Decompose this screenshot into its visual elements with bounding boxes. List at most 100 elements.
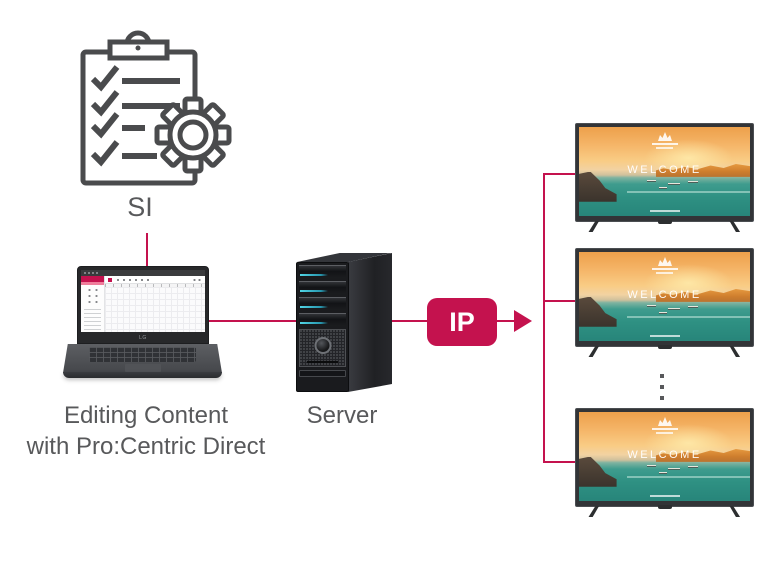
screen-footer-text xyxy=(649,209,680,212)
laptop-keyboard xyxy=(89,347,196,362)
editor-layer-list xyxy=(84,309,101,330)
tv-foot-left xyxy=(588,221,600,232)
boat xyxy=(667,183,680,186)
branch-line-vertical xyxy=(543,173,545,463)
boat xyxy=(659,186,668,189)
server-drive-bay xyxy=(299,297,346,310)
welcome-text: WELCOME xyxy=(627,164,702,177)
editor-logo-mark xyxy=(108,277,112,282)
branch-stub-tv3 xyxy=(543,461,575,463)
boat xyxy=(667,308,680,311)
pool-edge xyxy=(626,191,750,194)
lg-logo: LG xyxy=(139,334,147,341)
ip-badge-label: IP xyxy=(449,306,475,337)
tv-welcome-screen: WELCOME xyxy=(579,412,750,501)
editor-toolbar-right-icons xyxy=(192,277,202,282)
drive-led xyxy=(300,290,329,292)
drive-led xyxy=(300,306,329,308)
pool-edge xyxy=(626,476,750,479)
screen-footer-text xyxy=(649,334,680,337)
boat xyxy=(688,181,699,184)
laptop-touchpad xyxy=(124,364,161,372)
pool-edge xyxy=(626,316,750,319)
server-side-face xyxy=(348,253,392,392)
ip-badge: IP xyxy=(427,298,497,346)
hotel-logo-text-line xyxy=(651,428,678,431)
hotel-logo-text-line xyxy=(656,147,673,150)
ellipsis-dot xyxy=(660,374,664,378)
laptop-base xyxy=(63,344,222,378)
crown-icon xyxy=(657,132,672,142)
connector-ip-to-displays xyxy=(497,320,515,322)
laptop-front-edge xyxy=(63,372,222,378)
branch-stub-tv2 xyxy=(543,300,575,302)
hotel-logo-text-line xyxy=(656,432,673,435)
editor-toolbar xyxy=(105,276,205,284)
boat xyxy=(659,471,668,474)
ellipsis-dot xyxy=(660,385,664,389)
server-drive-bay xyxy=(299,281,346,294)
editor-sidebar-subheader xyxy=(81,282,104,285)
tv-logo-tab xyxy=(657,505,672,509)
editor-sidebar-header xyxy=(81,276,104,282)
tv-foot-left xyxy=(588,506,600,517)
server-drive-bay xyxy=(299,265,346,278)
laptop-screen xyxy=(81,270,205,332)
tv-welcome-screen: WELCOME xyxy=(579,252,750,341)
welcome-text: WELCOME xyxy=(627,449,702,462)
tv-display-3: WELCOME xyxy=(575,408,754,517)
editing-caption: Editing Content with Pro:Centric Direct xyxy=(10,400,282,462)
gear-icon xyxy=(154,96,232,174)
hotel-logo-text-line xyxy=(651,143,678,146)
clipboard-clip-dot xyxy=(135,45,141,51)
server-label: Server xyxy=(306,402,378,429)
hotel-logo-text-line xyxy=(651,268,678,271)
boat xyxy=(667,468,680,471)
crown-icon xyxy=(657,257,672,267)
crown-icon xyxy=(657,417,672,427)
server-front-face xyxy=(296,262,349,392)
si-label: SI xyxy=(127,192,153,222)
laptop-lid: LG xyxy=(77,266,209,344)
clipboard-checklist-icon xyxy=(80,30,232,186)
more-displays-ellipsis xyxy=(658,374,666,400)
boat xyxy=(647,305,657,308)
server-top-face xyxy=(297,252,392,263)
tv-foot-right xyxy=(726,346,742,357)
editor-ruler xyxy=(105,284,205,287)
boat xyxy=(688,466,699,469)
tv-logo-tab xyxy=(657,220,672,224)
server-bottom-strip xyxy=(299,370,346,377)
editor-titlebar xyxy=(81,270,205,276)
tv-display-2: WELCOME xyxy=(575,248,754,357)
tv-foot-right xyxy=(726,506,742,517)
editor-sidebar xyxy=(81,276,105,332)
boat xyxy=(647,465,657,468)
editing-caption-line1: Editing Content xyxy=(63,402,229,429)
welcome-text: WELCOME xyxy=(627,289,702,302)
editing-caption-line2: with Pro:Centric Direct xyxy=(26,433,266,460)
drive-led xyxy=(300,274,329,276)
hotel-logo xyxy=(579,257,750,275)
boat xyxy=(659,311,668,314)
editor-main xyxy=(105,276,205,332)
tv-foot-left xyxy=(588,346,600,357)
tv-logo-tab xyxy=(657,345,672,349)
drive-led xyxy=(300,322,329,324)
arrow-right-icon xyxy=(514,310,532,332)
editor-tool-icons xyxy=(85,287,100,307)
editor-body xyxy=(81,276,205,332)
checklist-checkmarks xyxy=(90,65,120,167)
server-power-knob xyxy=(314,337,331,354)
server-slot xyxy=(306,361,339,363)
editor-menu-dots xyxy=(83,272,99,274)
server-mesh-panel xyxy=(299,329,346,367)
ellipsis-dot xyxy=(660,396,664,400)
tv-display-1: WELCOME xyxy=(575,123,754,232)
boat xyxy=(688,306,699,309)
hotel-logo xyxy=(579,132,750,150)
branch-stub-tv1 xyxy=(543,173,575,175)
server-drive-bay xyxy=(299,313,346,326)
laptop-chin: LG xyxy=(81,332,205,343)
